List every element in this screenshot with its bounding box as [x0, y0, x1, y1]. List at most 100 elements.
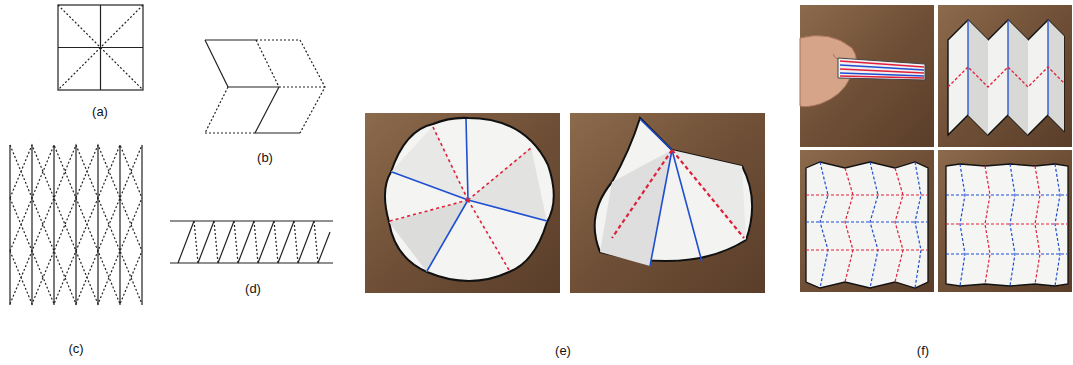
miura-photos-part-part	[1010, 164, 1015, 286]
band-pattern-part	[170, 262, 333, 263]
miura-photos-part-part	[870, 162, 878, 288]
disc-photo-part	[389, 200, 468, 272]
square-pattern	[58, 5, 143, 90]
lattice-pattern-part	[119, 145, 120, 305]
chevron-pattern-part	[255, 132, 300, 133]
chevron-pattern-part	[300, 40, 325, 133]
miura-photos-part	[946, 164, 1068, 286]
lattice-pattern-part-part	[10, 145, 142, 198]
miura-photos-part-part	[845, 168, 853, 282]
disc-photo-part	[390, 119, 547, 271]
miura-photos-part-part	[840, 76, 924, 78]
miura-photos-part	[948, 20, 1064, 115]
panel-label: (c)	[68, 341, 83, 357]
lattice-pattern-part	[31, 145, 32, 305]
lattice-pattern-part-part	[10, 198, 142, 251]
disc-photo-part-part	[390, 127, 531, 270]
miura-photos-part	[1048, 20, 1064, 131]
miura-photos-part	[946, 164, 1068, 286]
band-pattern-part	[178, 221, 330, 263]
disc-photo	[365, 113, 560, 293]
lattice-pattern-part-part	[10, 251, 142, 304]
panel-label: (f)	[917, 343, 929, 359]
square-pattern-part-part	[58, 5, 143, 90]
miura-photos-part-part	[915, 162, 921, 288]
cone-photo	[570, 113, 765, 293]
disc-photo-part	[385, 118, 554, 281]
chevron-pattern-part	[205, 39, 256, 40]
lattice-pattern-part-part	[10, 251, 142, 304]
chevron-pattern-part	[228, 86, 279, 87]
disc-photo-part	[365, 113, 560, 293]
lattice-pattern-part	[97, 145, 98, 305]
disc-photo-part-part-part	[390, 200, 468, 221]
disc-photo-part-part-part	[468, 200, 509, 270]
panel-label: (e)	[555, 343, 571, 359]
miura-photos-part-part	[946, 253, 1068, 254]
chevron-pattern-part	[256, 39, 300, 40]
cone-photo-part-part	[640, 119, 672, 150]
chevron-pattern	[205, 40, 325, 133]
disc-photo-part-part	[427, 200, 468, 271]
panel-label: (b)	[257, 150, 273, 166]
miura-photos-part-part	[806, 249, 928, 250]
cone-photo-part	[600, 150, 672, 266]
cone-photo-part	[672, 150, 746, 240]
disc-photo-part-part-part	[468, 148, 531, 200]
square-pattern-part	[58, 5, 143, 90]
miura-photos-part	[800, 5, 934, 147]
cone-photo-part-part-part	[672, 150, 744, 238]
disc-photo-part	[468, 147, 547, 222]
square-pattern-part	[58, 5, 143, 90]
miura-photos-part	[838, 58, 925, 80]
miura-photos-part-part	[838, 58, 925, 80]
chevron-pattern-part	[256, 40, 279, 87]
miura-photos	[800, 5, 1072, 292]
miura-photos-part-part	[840, 69, 924, 73]
disc-photo-part-part-part	[433, 127, 468, 200]
lattice-pattern-part	[10, 145, 142, 304]
miura-photos-part	[800, 150, 934, 292]
chevron-pattern-part	[205, 40, 228, 87]
miura-photos-part-part	[948, 67, 1064, 87]
miura-photos-part	[806, 162, 928, 288]
panel-label: (a)	[92, 104, 108, 120]
cone-photo-part	[570, 113, 765, 293]
chevron-pattern-part	[205, 87, 228, 133]
lattice-pattern-part-part	[10, 145, 142, 198]
cone-photo-part-part-part	[612, 150, 672, 238]
chevron-pattern-part	[205, 132, 255, 133]
chevron-pattern-part	[279, 86, 325, 87]
miura-photos-part-part	[1055, 164, 1060, 286]
miura-photos-part-part	[806, 221, 928, 222]
band-pattern-part	[194, 221, 318, 263]
square-pattern-part-part	[58, 5, 143, 90]
cone-photo-part-part	[612, 150, 744, 238]
miura-photos-part-part	[820, 162, 828, 288]
miura-photos-part-part	[946, 223, 1068, 224]
miura-photos-part-part	[895, 168, 903, 282]
miura-photos-part	[1008, 20, 1028, 135]
panel-label: (d)	[245, 281, 261, 297]
lattice-pattern-part	[141, 145, 142, 305]
disc-photo-part-part	[466, 119, 468, 200]
lattice-pattern-part-part	[10, 198, 142, 251]
lattice-pattern-part	[53, 145, 54, 305]
miura-photos-part-part	[806, 194, 928, 195]
miura-photos-part	[938, 150, 1072, 292]
miura-photos-part-part	[985, 166, 990, 284]
disc-photo-part-part	[468, 200, 547, 221]
band-pattern	[170, 221, 333, 263]
lattice-pattern-part	[9, 145, 10, 305]
miura-photos-part-part	[1035, 166, 1040, 284]
miura-photos-part-part	[960, 164, 965, 286]
cone-photo-part	[612, 119, 744, 266]
miura-photos-part-part	[946, 194, 1068, 195]
lattice-pattern	[10, 145, 142, 305]
cone-photo-part-part	[650, 150, 672, 266]
miura-photos-part	[948, 20, 1064, 135]
miura-photos-part	[806, 162, 928, 288]
